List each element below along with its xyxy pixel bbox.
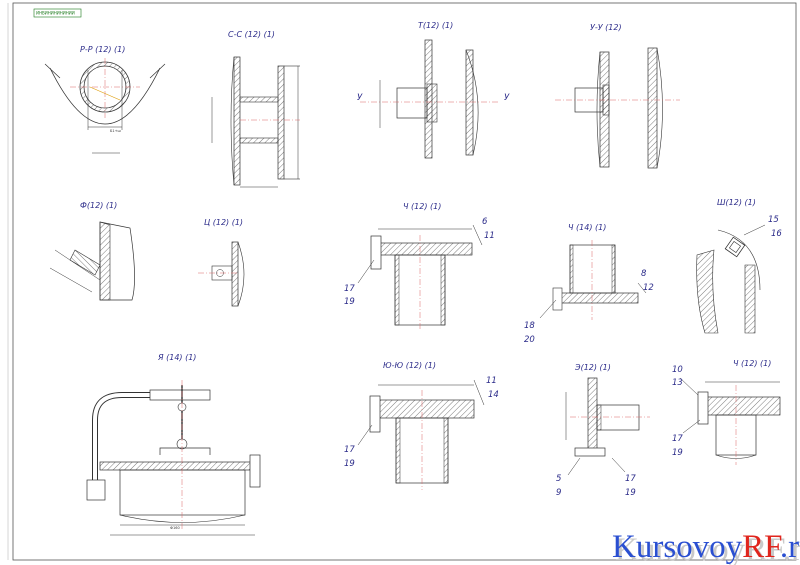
view-title-yuyu: Ю-Ю (12) (1) — [383, 361, 436, 370]
pos-17-a: 17 — [344, 284, 355, 294]
view-title-ya: Я (14) (1) — [157, 353, 196, 362]
view-title-ee: Э(12) (1) — [574, 363, 611, 372]
view-ch12: Ч (12) (1) 6 11 17 19 — [344, 202, 495, 330]
view-ch12b: Ч (12) (1) 10 13 17 19 — [672, 359, 781, 465]
pos-8: 8 — [641, 269, 647, 279]
pos-13: 13 — [672, 378, 683, 388]
pos-5: 5 — [556, 474, 561, 484]
section-mark-u-left: У — [357, 93, 363, 103]
view-title-uu: У-У (12) — [590, 23, 622, 32]
stamp-text: ИНВИНИНИНИНИИ — [36, 11, 75, 16]
watermark-part3: .ru — [780, 529, 800, 565]
view-yuyu: Ю-Ю (12) (1) 11 14 17 19 — [344, 361, 499, 490]
svg-text:Б1+ш: Б1+ш — [110, 129, 121, 133]
pos-17-d: 17 — [672, 434, 683, 444]
view-rr: Р-Р (12) (1) Б1+ш — [44, 45, 166, 154]
pos-19-b: 19 — [344, 459, 355, 469]
view-title-tt: Т(12) (1) — [418, 21, 453, 30]
svg-text:Ф160: Ф160 — [170, 526, 180, 530]
pos-12: 12 — [643, 283, 654, 293]
view-title-rr: Р-Р (12) (1) — [80, 45, 125, 54]
view-title-ts: Ц (12) (1) — [204, 218, 243, 227]
view-ts: Ц (12) (1) — [198, 218, 245, 307]
view-title-ch12: Ч (12) (1) — [403, 202, 441, 211]
pos-11-b: 11 — [486, 376, 497, 386]
watermark-logo: KursovoyRF.ru KursovoyRF.ru — [612, 529, 800, 565]
pos-15: 15 — [768, 215, 779, 225]
view-uu: У-У (12) — [555, 23, 680, 169]
pos-17-c: 17 — [625, 474, 636, 484]
view-title-ss: С-С (12) (1) — [228, 30, 275, 39]
view-ff: Ф(12) (1) — [49, 201, 135, 301]
pos-19-d: 19 — [672, 448, 683, 458]
view-title-sh: Ш(12) (1) — [717, 198, 756, 207]
pos-19-a: 19 — [344, 297, 355, 307]
view-title-ff: Ф(12) (1) — [80, 201, 117, 210]
pos-20: 20 — [524, 335, 535, 345]
section-mark-u-right: У — [504, 93, 510, 103]
watermark-part1: Kursovoy — [612, 529, 743, 565]
watermark-part2: RF — [742, 529, 782, 565]
pos-19-c: 19 — [625, 488, 636, 498]
view-ya: Я (14) (1) Ф160 — [86, 353, 261, 536]
pos-17-b: 17 — [344, 445, 355, 455]
view-ch14: Ч (14) (1) 8 12 18 20 — [524, 223, 654, 345]
view-title-ch14: Ч (14) (1) — [568, 223, 606, 232]
view-ee: Э(12) (1) 5 9 17 19 — [556, 363, 650, 498]
pos-18: 18 — [524, 321, 535, 331]
pos-14-a: 14 — [488, 390, 499, 400]
view-sh: Ш(12) (1) 15 16 — [696, 198, 782, 334]
pos-16: 16 — [771, 229, 782, 239]
pos-10: 10 — [672, 365, 683, 375]
pos-9: 9 — [556, 488, 561, 498]
stamp-box: ИНВИНИНИНИНИИ — [33, 8, 82, 18]
frame-border — [12, 2, 797, 561]
view-ss: С-С (12) (1) — [211, 30, 300, 188]
svg-text:KursovoyRF.ru: KursovoyRF.ru — [612, 529, 800, 565]
view-tt: Т(12) (1) У У — [357, 21, 510, 159]
svg-text:KursovoyRF.ru: KursovoyRF.ru — [615, 532, 800, 565]
view-title-ch12b: Ч (12) (1) — [733, 359, 771, 368]
pos-11-a: 11 — [484, 231, 495, 241]
pos-6: 6 — [482, 217, 488, 227]
